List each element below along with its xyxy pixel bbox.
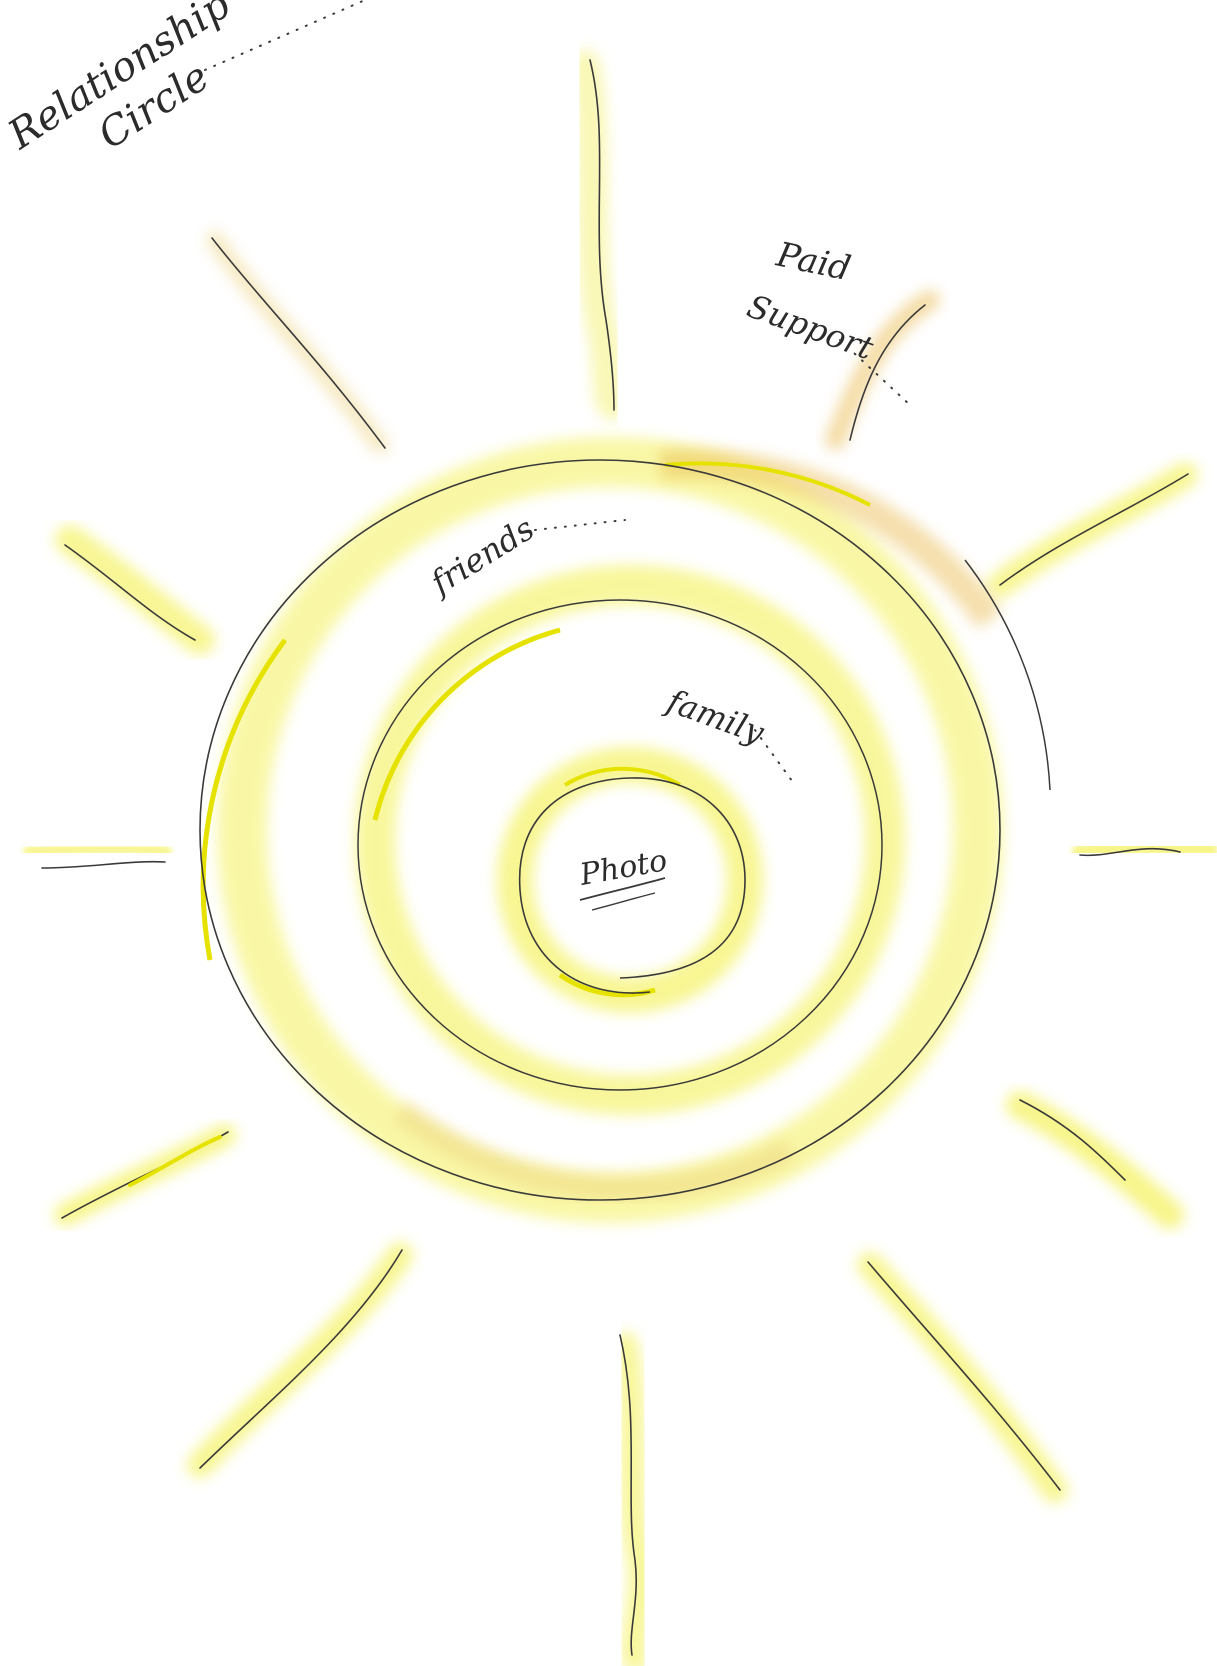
ray-right bbox=[1080, 847, 1210, 855]
title-label: Relationship Circle bbox=[0, 0, 365, 159]
ray-left-lower bbox=[62, 1132, 228, 1218]
family-text: family bbox=[660, 681, 770, 752]
ray-left bbox=[30, 848, 165, 868]
ray-right-lower bbox=[1020, 1100, 1170, 1215]
paid-support-line-1: Paid bbox=[772, 234, 854, 289]
paid-support-line-2: Support bbox=[742, 287, 878, 368]
ray-bottom-right bbox=[868, 1262, 1060, 1490]
photo-text: Photo bbox=[576, 843, 669, 893]
ray-top bbox=[585, 60, 614, 410]
paid-support-label: Paid Support bbox=[742, 234, 910, 405]
ray-right-upper bbox=[1000, 474, 1188, 585]
ray-top-left bbox=[212, 238, 385, 448]
ray-bottom bbox=[620, 1335, 641, 1660]
photo-label: Photo bbox=[576, 843, 669, 910]
ray-left-upper bbox=[65, 540, 200, 640]
ray-bottom-left bbox=[200, 1250, 402, 1468]
middle-ring bbox=[358, 585, 885, 1095]
